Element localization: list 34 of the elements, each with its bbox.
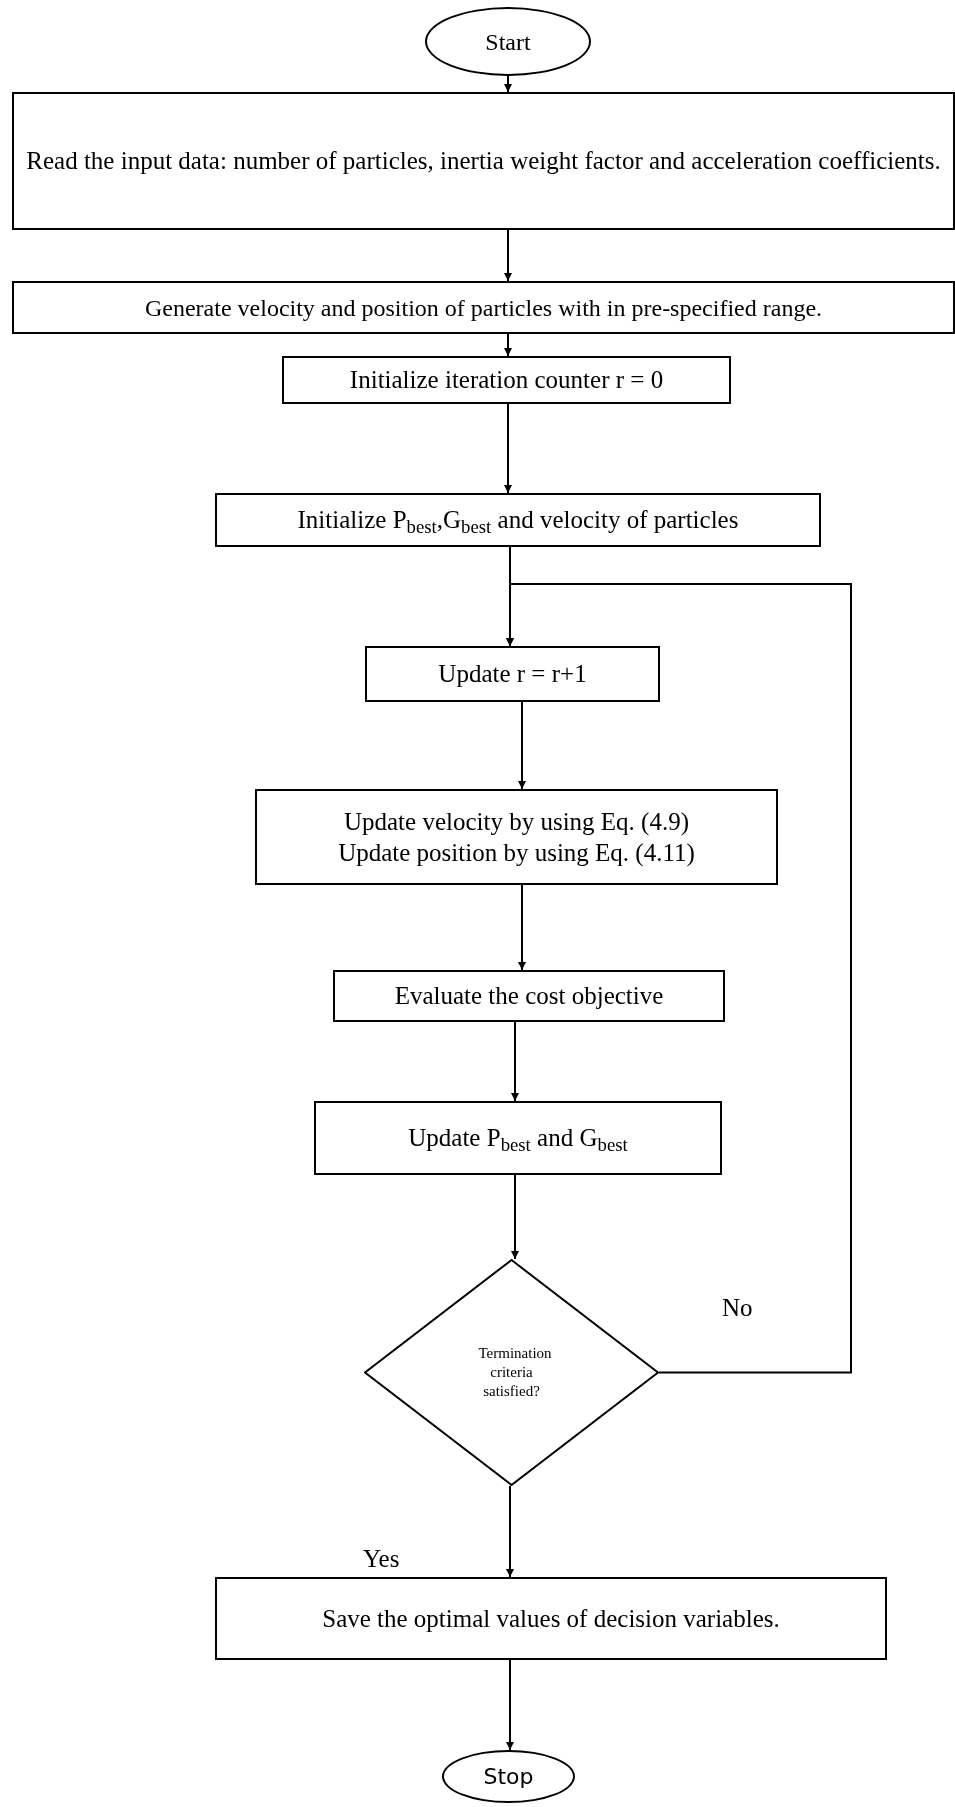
process-box — [12, 92, 955, 230]
node-text: Stop — [482, 1762, 535, 1791]
node-text: Save the optimal values of decision variables. — [321, 1603, 781, 1634]
node-text: Read the input data: number of particles, inertia weight factor and acceleration coefficients. — [25, 146, 942, 177]
arrow — [518, 701, 526, 790]
arrow — [504, 75, 512, 93]
arrow — [506, 1485, 514, 1578]
node-text: Update velocity by using Eq. (4.9) — [342, 806, 691, 837]
arrow — [504, 229, 512, 282]
process-box — [365, 646, 660, 702]
arrow — [506, 1659, 514, 1751]
node-text: Update P$_{best}$ and G$_{best}$ — [407, 1123, 629, 1154]
node-text: Start — [484, 27, 532, 57]
arrow — [504, 333, 512, 357]
node-text: Evaluate the cost objective — [393, 981, 665, 1012]
process-box — [333, 970, 725, 1022]
node-text: Initialize iteration counter r = 0 — [348, 365, 665, 396]
arrow — [511, 1021, 519, 1102]
arrow — [511, 1174, 519, 1260]
arrow — [506, 583, 852, 1374]
process-box — [215, 493, 821, 547]
node-text: Initialize P$_{best}$,G$_{best}$ and velocity of particles — [296, 505, 740, 536]
node-text: Generate velocity and position of particles with in pre-specified range. — [143, 293, 824, 323]
process-box — [215, 1577, 887, 1660]
process-box — [314, 1101, 722, 1175]
node-text: Update r = r+1 — [437, 659, 588, 690]
arrow — [504, 403, 512, 494]
decision-diamond — [364, 1259, 659, 1486]
node-text: Termination criteria satisfied? — [477, 1344, 553, 1401]
process-box — [12, 281, 955, 334]
process-box — [255, 789, 778, 885]
arrow — [518, 884, 526, 971]
node-text: Update position by using Eq. (4.11) — [337, 838, 696, 869]
process-box — [282, 356, 731, 404]
